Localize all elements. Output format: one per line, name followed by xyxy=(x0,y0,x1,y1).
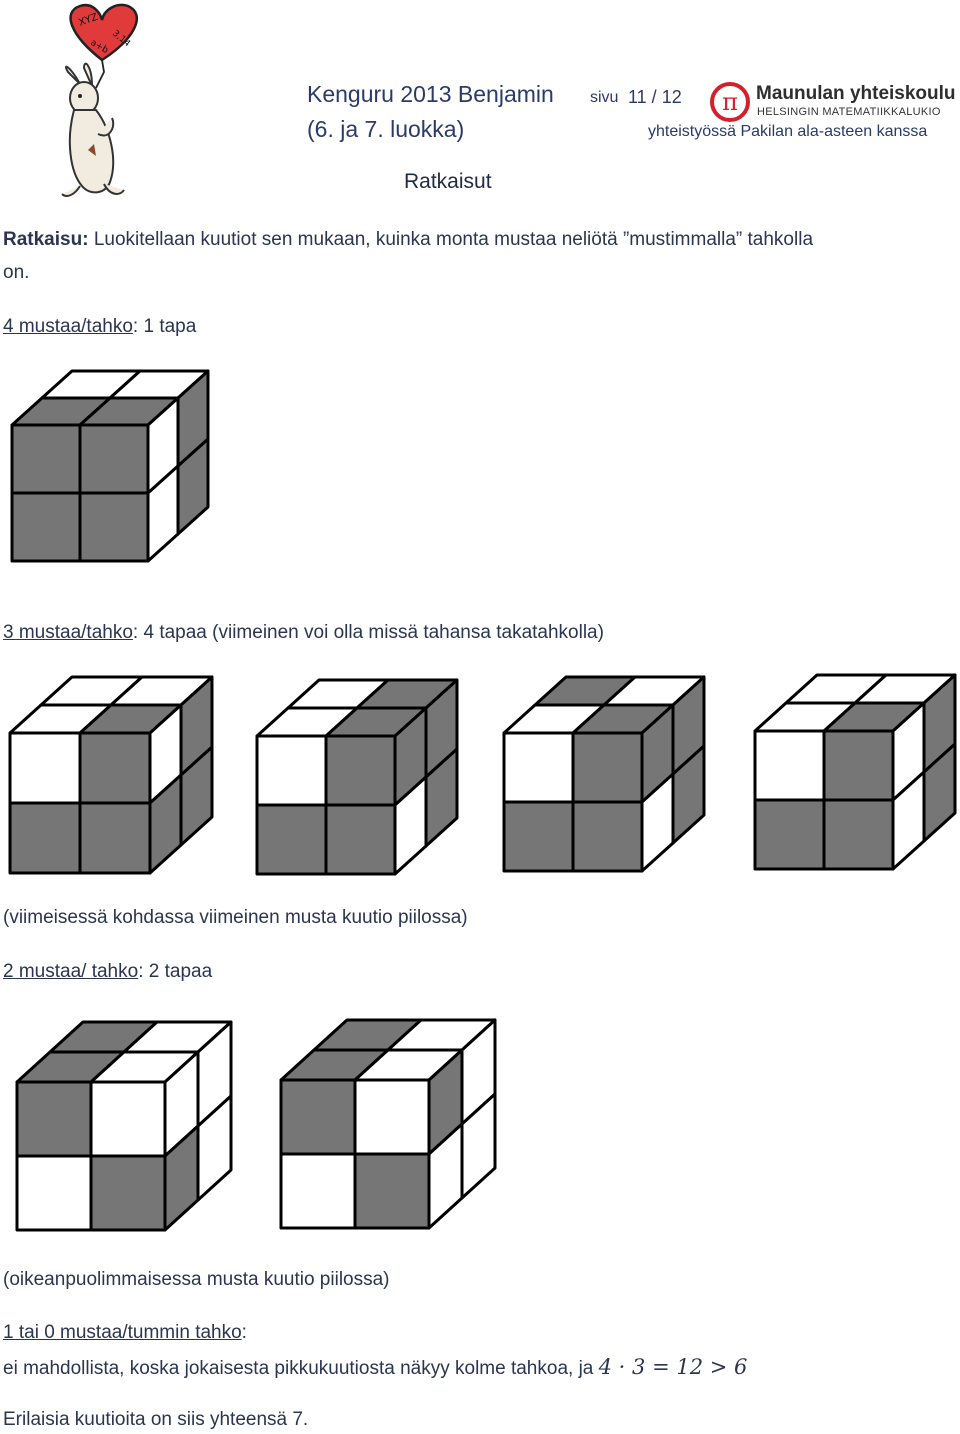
front-cell xyxy=(279,1152,357,1230)
case-3-note: (viimeisessä kohdassa viimeinen musta ku… xyxy=(3,907,468,928)
case-2-title: 2 mustaa/ tahko xyxy=(3,961,139,982)
case-1-heading: 1 tai 0 mustaa/tummin tahko: xyxy=(3,1322,247,1344)
case-4-rest: : 1 tapa xyxy=(132,316,197,337)
side-cell xyxy=(196,1094,233,1202)
case-2-note: (oikeanpuolimmaisessa musta kuutio piilo… xyxy=(3,1269,390,1290)
rabbit-icon xyxy=(61,62,125,197)
side-cell xyxy=(922,742,957,843)
case-4-title: 4 mustaa/tahko xyxy=(3,316,133,337)
side-cell xyxy=(424,747,459,848)
rabbit-balloon-logo: XYZ 3,14 a+b xyxy=(61,3,138,197)
case-2-heading: 2 mustaa/ tahko: 2 tapaa xyxy=(3,961,212,983)
case-3-rest: : 4 tapaa (viimeinen voi olla missä taha… xyxy=(132,622,604,643)
case-3-heading: 3 mustaa/tahko: 4 tapaa (viimeinen voi o… xyxy=(3,622,604,644)
front-cell xyxy=(353,1078,431,1156)
side-cell xyxy=(671,744,706,845)
side-cell xyxy=(179,745,214,847)
section-title: Ratkaisut xyxy=(404,170,492,193)
case-1-explanation: ei mahdollista, koska jokaisesta pikkuku… xyxy=(3,1358,594,1379)
side-cell xyxy=(460,1092,497,1200)
solution-line-2: on. xyxy=(3,262,30,283)
case-1-rest: : xyxy=(241,1322,247,1343)
school-subtitle: HELSINGIN MATEMATIIKKALUKIO xyxy=(757,106,941,118)
heart-balloon-icon xyxy=(69,3,138,62)
page-number: 11 / 12 xyxy=(628,87,682,107)
case-1-math: 4 · 3 = 12 > 6 xyxy=(598,1355,748,1379)
front-cell xyxy=(353,1152,431,1230)
solution-line-1: Ratkaisu: Luokitellaan kuutiot sen mukaa… xyxy=(3,229,813,251)
contest-title: Kenguru 2013 Benjamin xyxy=(307,81,554,107)
cooperation-text: yhteistyössä Pakilan ala-asteen kanssa xyxy=(648,123,928,140)
school-name: Maunulan yhteiskoulu xyxy=(756,83,956,104)
case-4-heading: 4 mustaa/tahko: 1 tapa xyxy=(3,316,196,338)
pi-symbol: π xyxy=(722,88,738,116)
side-cell xyxy=(176,437,210,536)
page-label: sivu xyxy=(590,89,619,106)
case-3-title: 3 mustaa/tahko xyxy=(3,622,133,643)
front-cell xyxy=(279,1078,357,1156)
conclusion: Erilaisia kuutioita on siis yhteensä 7. xyxy=(3,1409,309,1430)
case-2-rest: : 2 tapaa xyxy=(138,961,213,982)
case-1-text: ei mahdollista, koska jokaisesta pikkuku… xyxy=(3,1355,747,1380)
solution-text-1: Luokitellaan kuutiot sen mukaan, kuinka … xyxy=(93,229,814,250)
case-1-title: 1 tai 0 mustaa/tummin tahko xyxy=(3,1322,242,1343)
grade-label: (6. ja 7. luokka) xyxy=(307,116,465,142)
solution-label: Ratkaisu: xyxy=(3,229,89,250)
school-logo-icon: π xyxy=(710,82,750,122)
